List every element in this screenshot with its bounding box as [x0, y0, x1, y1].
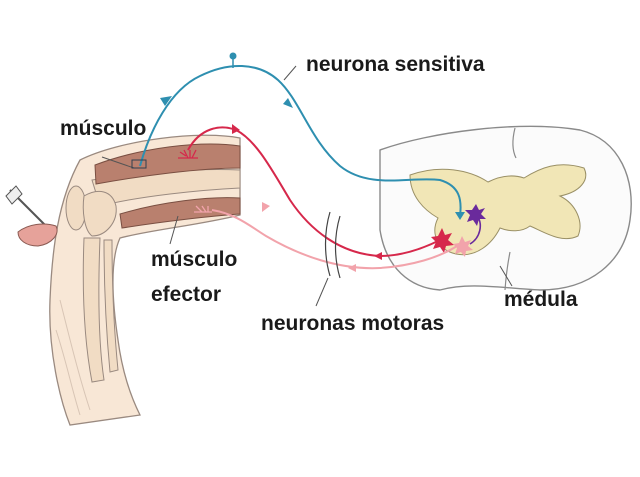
sensory-arrow-1: [160, 96, 172, 106]
leg-shading: [55, 299, 91, 416]
label-medula: médula: [504, 288, 578, 311]
red-motor-end-plate: [178, 149, 198, 159]
motor-neuron-red: [178, 124, 454, 260]
sensory-cell-body: [229, 52, 237, 60]
sensory-neuron-leader-line: [283, 65, 297, 81]
leg: [49, 134, 241, 426]
tibia-bone: [82, 237, 105, 383]
motor-red-arrow-1: [232, 124, 240, 134]
label-musculo: músculo: [60, 117, 147, 140]
pink-motor-end-plate: [194, 205, 212, 213]
motor-neuron-pink: [194, 202, 473, 272]
label-musculo-efector-line2: efector: [151, 283, 222, 306]
sensory-arrow-3: [455, 212, 465, 220]
fibula-bone: [103, 239, 119, 373]
muscle-spindle-receptor: [131, 159, 147, 169]
effector-leader-line: [169, 215, 179, 245]
spinal-cord: [379, 125, 632, 291]
hammer-head: [5, 185, 23, 205]
motoras-leader-line: [315, 277, 329, 307]
reflex-hammer: [5, 185, 58, 247]
knee-joint: [82, 190, 117, 237]
medula-leader-line: [499, 265, 513, 287]
sensory-arrow-2: [283, 98, 293, 108]
motor-neuron-red-cell-body: [431, 228, 454, 253]
motor-pink-arrow-2: [348, 264, 356, 272]
motor-red-arrow-2: [374, 252, 382, 260]
hammer-rubber: [17, 223, 58, 247]
interneuron-cell-body: [465, 204, 486, 226]
motor-neuron-pink-path: [211, 209, 461, 270]
motor-neuron-pink-cell-body: [453, 236, 473, 257]
interneuron: [465, 204, 486, 245]
motor-neuron-red-path: [187, 126, 441, 258]
motor-pink-arrow-1: [262, 202, 270, 212]
label-neuronas-motoras: neuronas motoras: [261, 312, 445, 335]
label-neurona-sensitiva: neurona sensitiva: [306, 53, 485, 76]
bracket-arc-1: [324, 211, 331, 277]
anterior-fissure: [504, 251, 511, 291]
musculo-leader-line: [101, 156, 135, 169]
motor-neurons-bracket: [315, 211, 341, 307]
label-musculo-efector-line1: músculo: [151, 248, 238, 271]
effector-muscle: [119, 197, 241, 229]
posterior-fissure: [512, 127, 517, 159]
sensory-neuron: [131, 52, 465, 220]
sensory-neuron-path: [139, 65, 462, 217]
bracket-arc-2: [334, 215, 341, 279]
